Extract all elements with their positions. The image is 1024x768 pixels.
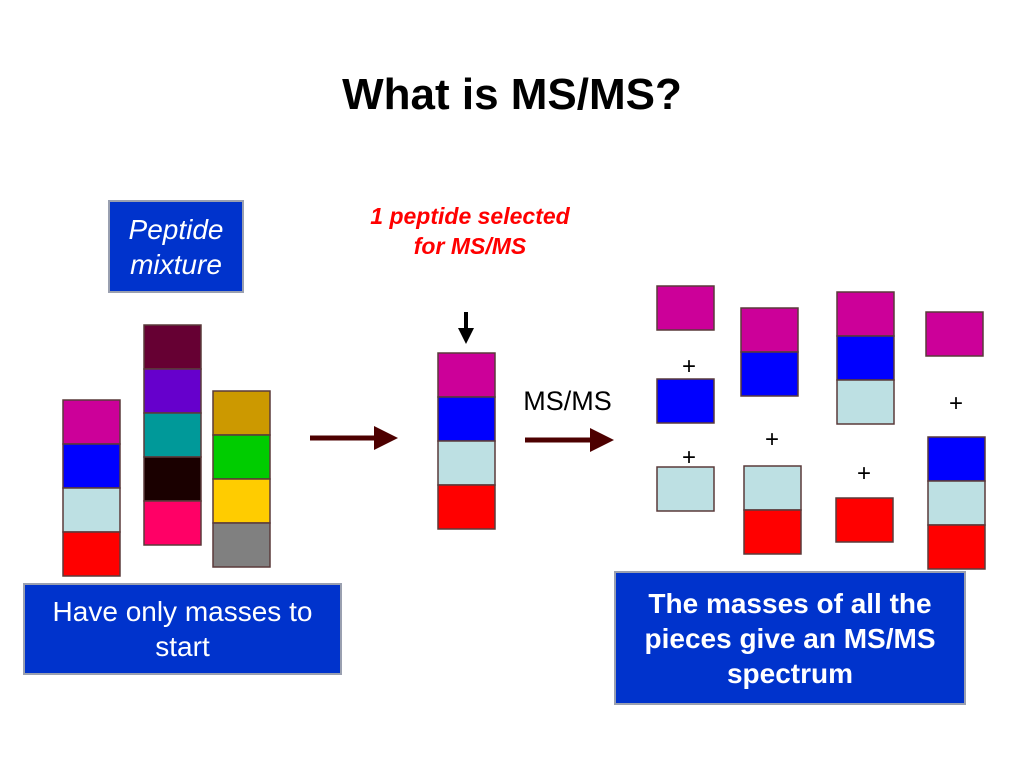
plus-sign: + (681, 444, 696, 471)
plus-sign: + (856, 460, 871, 487)
selected-peptide-stack (437, 352, 496, 530)
block-magenta (656, 285, 715, 331)
fragment-stack (656, 378, 715, 424)
block-maroon (143, 324, 202, 370)
fragment-stack (925, 311, 984, 357)
block-red (927, 524, 986, 570)
block-red (62, 531, 121, 577)
selected-peptide-note: 1 peptide selected for MS/MS (370, 203, 570, 259)
block-purple (143, 368, 202, 414)
block-light-blue (836, 379, 895, 425)
arrow-msms (525, 428, 614, 452)
plus-sign: + (681, 353, 696, 380)
block-black (143, 456, 202, 502)
block-light-blue (656, 466, 715, 512)
block-blue (62, 443, 121, 489)
block-light-blue (927, 480, 986, 526)
block-gray (212, 522, 271, 568)
fragment-stack (836, 291, 895, 425)
block-magenta (62, 399, 121, 445)
page-title: What is MS/MS? (342, 70, 682, 119)
arrow-head (374, 426, 398, 450)
peptide-2-stack (143, 324, 202, 546)
block-blue (927, 436, 986, 482)
peptide-stacks (62, 285, 986, 577)
block-red (437, 484, 496, 530)
block-magenta (836, 291, 895, 337)
block-light-blue (62, 487, 121, 533)
plus-sign: + (948, 390, 963, 417)
block-gold (212, 390, 271, 436)
fragment-stack (740, 307, 799, 397)
block-light-blue (743, 465, 802, 511)
fragment-stack (656, 466, 715, 512)
block-red (835, 497, 894, 543)
peptide-3-stack (212, 390, 271, 568)
block-magenta (740, 307, 799, 353)
block-blue (656, 378, 715, 424)
arrow-to-selection (310, 426, 398, 450)
arrow-head (590, 428, 614, 452)
plus-sign: + (764, 426, 779, 453)
block-green (212, 434, 271, 480)
block-teal (143, 412, 202, 458)
block-light-blue (437, 440, 496, 486)
block-red (743, 509, 802, 555)
fragment-stack (656, 285, 715, 331)
block-blue (437, 396, 496, 442)
block-magenta (925, 311, 984, 357)
block-magenta (437, 352, 496, 398)
msms-step-label: MS/MS (523, 386, 612, 416)
fragment-stack (835, 497, 894, 543)
have-masses-label: Have only masses to start (23, 583, 342, 675)
pieces-spectrum-label: The masses of all the pieces give an MS/… (614, 571, 966, 705)
fragment-stack (927, 436, 986, 570)
block-yellow (212, 478, 271, 524)
block-blue (740, 351, 799, 397)
block-blue (836, 335, 895, 381)
fragment-stack (743, 465, 802, 555)
block-pink (143, 500, 202, 546)
selection-down-arrow (458, 312, 474, 344)
arrow-head (458, 328, 474, 344)
peptide-mixture-label: Peptide mixture (108, 200, 244, 293)
peptide-1-stack (62, 399, 121, 577)
